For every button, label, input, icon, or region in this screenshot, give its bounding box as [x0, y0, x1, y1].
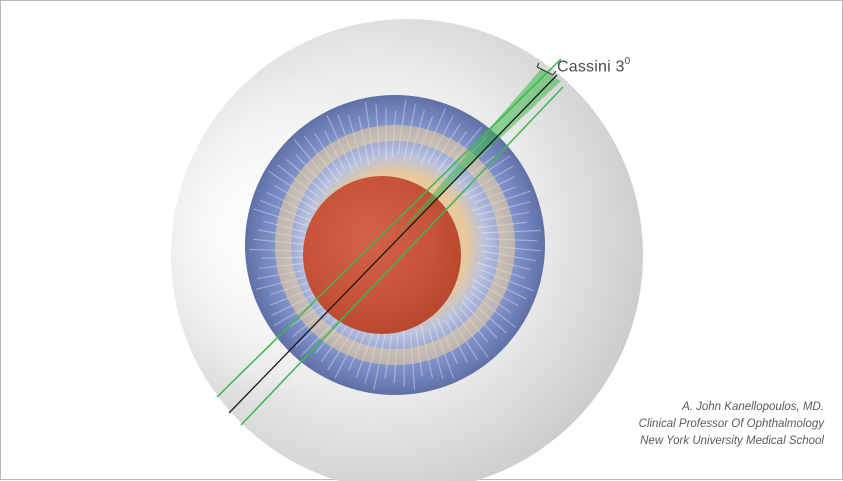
credit-block: A. John Kanellopoulos, MD. Clinical Prof…: [639, 399, 824, 450]
cassini-text: Cassini 3: [557, 58, 625, 75]
credit-name: A. John Kanellopoulos, MD.: [639, 399, 824, 416]
cassini-superscript: 0: [625, 56, 631, 67]
cassini-annotation: Cassini 30: [557, 57, 630, 76]
credit-title: Clinical Professor Of Ophthalmology: [639, 416, 824, 433]
credit-institution: New York University Medical School: [639, 433, 824, 450]
